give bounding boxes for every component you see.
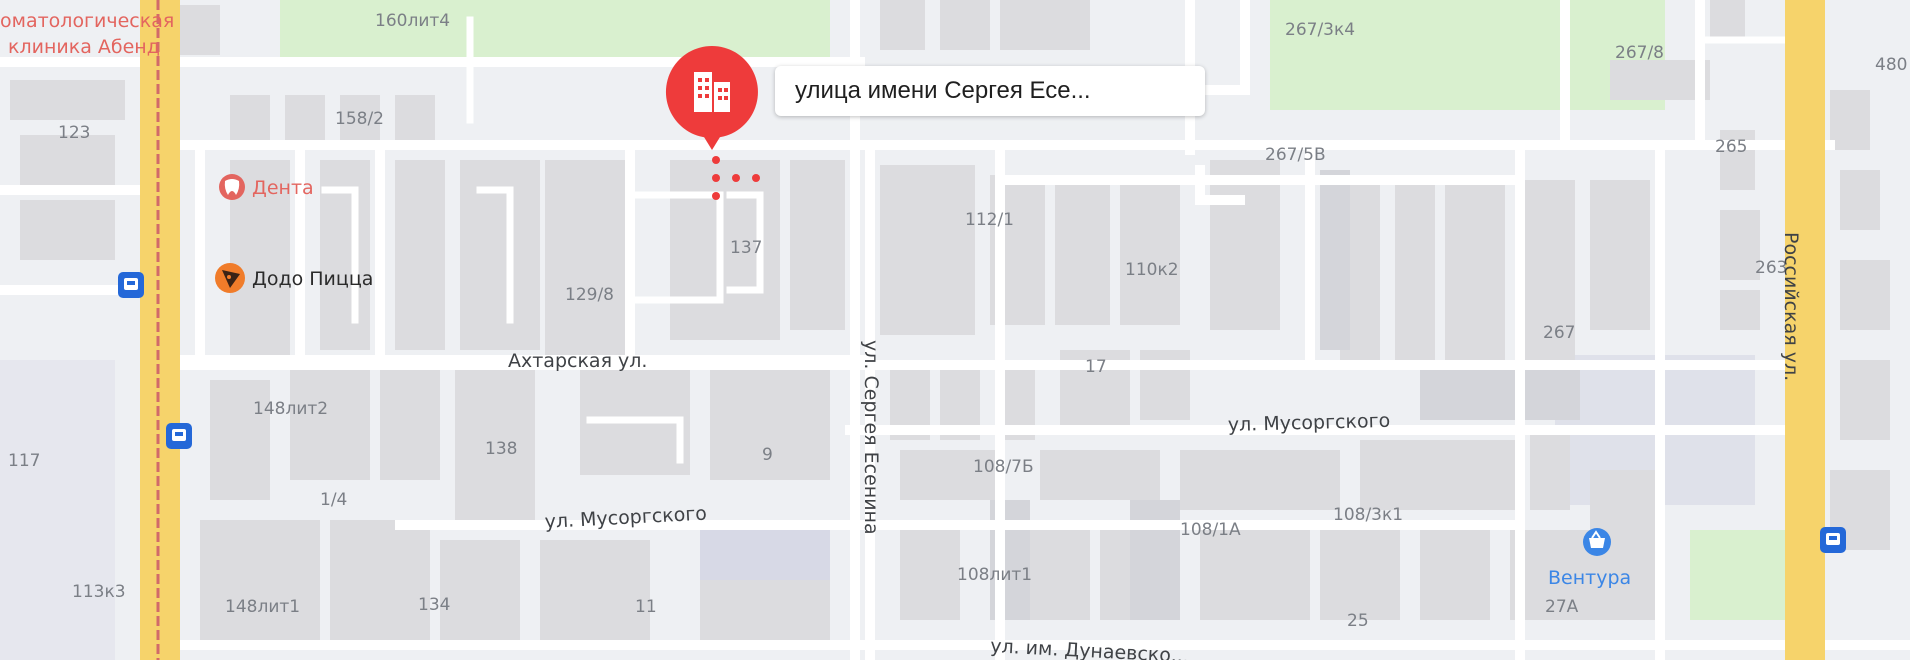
poi-label[interactable]: Вентура	[1548, 567, 1631, 589]
house-number: 267/5В	[1265, 145, 1326, 165]
house-number: 9	[762, 445, 773, 465]
house-number: 263	[1755, 258, 1787, 278]
house-number: 265	[1715, 137, 1747, 157]
poi-label[interactable]: Додо Пицца	[252, 268, 373, 290]
house-number: 267	[1543, 323, 1575, 343]
street-label: ул. Мусоргского	[1228, 410, 1391, 436]
house-number: 137	[730, 238, 762, 258]
house-number: 160лит4	[375, 11, 450, 31]
basket-icon[interactable]	[1583, 528, 1611, 556]
house-number: 138	[485, 439, 517, 459]
house-number: 267/8	[1615, 43, 1664, 63]
selected-place-callout[interactable]: улица имени Сергея Есе...	[775, 66, 1205, 116]
house-number: 148лит2	[253, 399, 328, 419]
house-number: 123	[58, 123, 90, 143]
house-number: 480	[1875, 55, 1907, 75]
park	[1270, 0, 1665, 110]
building-icon	[694, 72, 730, 112]
house-number: 158/2	[335, 109, 384, 129]
major-road	[140, 0, 180, 660]
poi-label[interactable]: оматологическая	[0, 10, 174, 32]
location-pin[interactable]	[660, 42, 764, 154]
bus-stop-icon[interactable]	[118, 272, 144, 298]
house-number: 1/4	[320, 490, 347, 510]
tooth-icon[interactable]	[219, 174, 245, 200]
pin-trail	[712, 156, 760, 200]
pizza-icon[interactable]	[215, 263, 245, 293]
house-number: 25	[1347, 611, 1369, 631]
house-number: 17	[1085, 357, 1107, 377]
house-number: 129/8	[565, 285, 614, 305]
house-number: 112/1	[965, 210, 1014, 230]
house-numbers: 160лит4 267/3к4 267/8 480 123 158/2 267/…	[8, 11, 1907, 631]
house-number: 108/1А	[1180, 520, 1241, 540]
street-label: ул. Сергея Есенина	[860, 340, 882, 535]
house-number: 267/3к4	[1285, 20, 1355, 40]
house-number: 11	[635, 597, 657, 617]
house-number: 108лит1	[957, 565, 1032, 585]
house-number: 108/3к1	[1333, 505, 1403, 525]
bus-stop-icon[interactable]	[166, 423, 192, 449]
house-number: 148лит1	[225, 597, 300, 617]
house-number: 110к2	[1125, 260, 1179, 280]
street-label: Ахтарская ул.	[508, 350, 647, 372]
house-number: 108/7Б	[973, 457, 1034, 477]
bus-stop-icon[interactable]	[1820, 527, 1846, 553]
house-number: 113к3	[72, 582, 126, 602]
selected-place-title: улица имени Сергея Есе...	[795, 77, 1091, 104]
poi-label[interactable]: клиника Абенд	[8, 36, 160, 58]
major-road	[1785, 0, 1825, 660]
poi-label[interactable]: Дента	[252, 177, 314, 199]
street-label: Российская ул.	[1780, 232, 1802, 381]
house-number: 117	[8, 451, 40, 471]
house-number: 134	[418, 595, 450, 615]
park	[280, 0, 830, 60]
house-number: 27А	[1545, 597, 1579, 617]
